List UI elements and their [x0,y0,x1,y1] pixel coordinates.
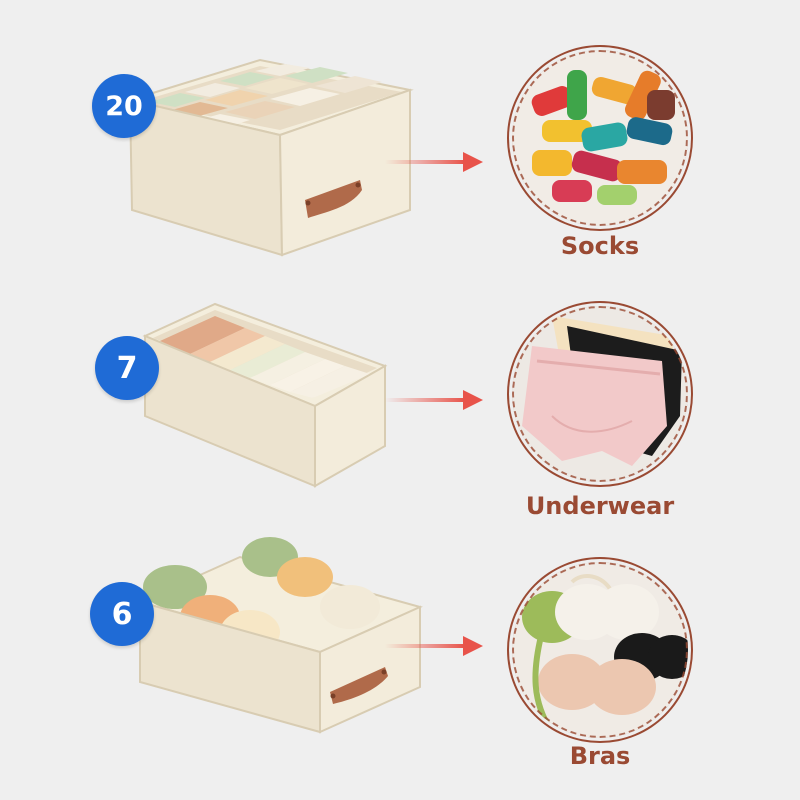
organizer-row-underwear: 7 Underwear [0,266,800,532]
socks-photo [512,50,688,226]
count-badge: 7 [95,336,159,400]
caption-underwear: Underwear [525,492,675,520]
arrow-right-icon [385,152,483,172]
bras-photo [512,562,688,738]
organizer-row-bras: 6 Bras [0,532,800,798]
underwear-photo [512,306,688,482]
count-badge: 6 [90,582,154,646]
count-badge: 20 [92,74,156,138]
sock-organizer-box-image [126,58,414,257]
organizer-row-socks: 20 Socks [0,0,800,266]
arrow-right-icon [385,636,483,656]
arrow-right-icon [385,390,483,410]
caption-socks: Socks [560,232,640,260]
bra-organizer-box-image [137,537,423,734]
caption-bras: Bras [569,742,631,770]
underwear-organizer-box-image [142,302,388,488]
